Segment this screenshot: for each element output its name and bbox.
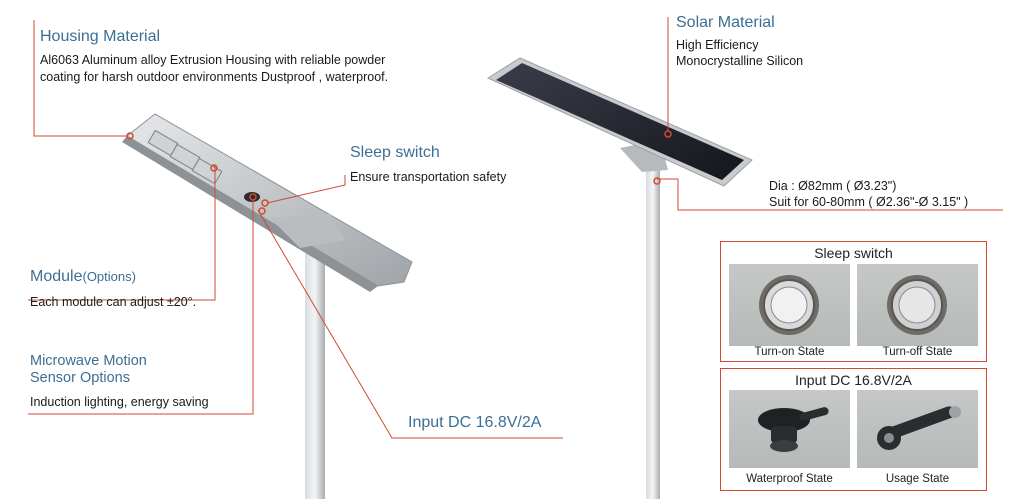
- left-pole: [305, 230, 325, 499]
- turn-on-state-caption: Turn-on State: [754, 346, 825, 358]
- housing-line-1: Al6063 Aluminum alloy Extrusion Housing …: [40, 53, 386, 67]
- switch-button-icon: [759, 275, 819, 335]
- sleep-switch-desc: Ensure transportation safety: [350, 170, 507, 184]
- microwave-title-line-1: Microwave Motion: [30, 353, 147, 369]
- microwave-title-line-2: Sensor Options: [30, 370, 130, 386]
- leader-lines: [28, 17, 1003, 439]
- solar-line-2: Monocrystalline Silicon: [676, 54, 804, 68]
- microwave-desc: Induction lighting, energy saving: [30, 395, 209, 409]
- solar-panel: [486, 57, 753, 187]
- leader-dots: [126, 130, 672, 215]
- waterproof-state-caption: Waterproof State: [746, 473, 833, 485]
- module-desc: Each module can adjust ±20°.: [30, 295, 197, 309]
- sleep-switch-panel: Sleep switch Turn-on State Turn-off Stat…: [720, 241, 987, 362]
- connector-port-icon: [877, 406, 961, 450]
- right-pole: [620, 140, 668, 499]
- microwave-title: Microwave Motion Sensor Options: [30, 353, 147, 387]
- module-title-options: (Options): [82, 269, 136, 284]
- turn-on-state-photo: [729, 264, 850, 346]
- housing-line-2: coating for harsh outdoor environments D…: [40, 70, 389, 84]
- lamp-housing: [122, 113, 413, 292]
- turn-off-state-caption: Turn-off State: [882, 346, 953, 358]
- pole-suit-text: Suit for 60-80mm ( Ø2.36"-Ø 3.15" ): [769, 195, 969, 209]
- connector-cap-icon: [758, 407, 829, 452]
- housing-title: Housing Material: [40, 28, 161, 45]
- module-title: Module: [30, 268, 83, 285]
- solar-line-1: High Efficiency: [676, 38, 759, 52]
- waterproof-state-photo: [729, 390, 850, 468]
- usage-state-caption: Usage State: [885, 473, 950, 485]
- sleep-switch-title: Sleep switch: [350, 144, 440, 161]
- input-dc-panel: Input DC 16.8V/2A Waterproof State Usage…: [720, 368, 987, 491]
- usage-state-photo: [857, 390, 978, 468]
- sleep-switch-panel-title: Sleep switch: [814, 245, 893, 261]
- led-modules: [147, 129, 223, 185]
- solar-title: Solar Material: [676, 14, 775, 31]
- microwave-sensor-lens: [244, 192, 260, 202]
- turn-off-state-photo: [857, 264, 978, 346]
- module-heading: Module(Options): [30, 268, 136, 286]
- switch-button-icon: [887, 275, 947, 335]
- input-dc-callout: Input DC 16.8V/2A: [408, 414, 542, 431]
- input-dc-panel-title: Input DC 16.8V/2A: [795, 372, 912, 388]
- pole-dia-text: Dia : Ø82mm ( Ø3.23"): [769, 179, 897, 193]
